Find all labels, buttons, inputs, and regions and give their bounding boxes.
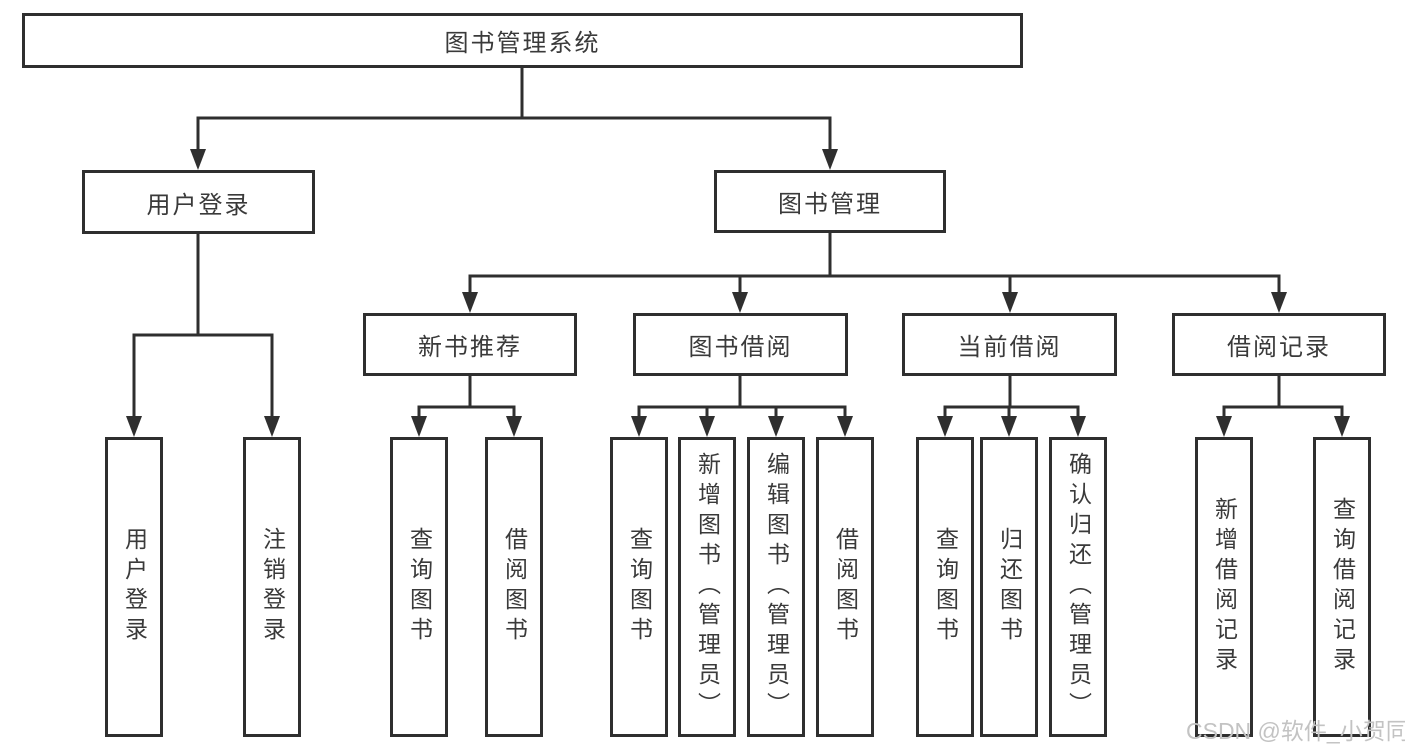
leaf-borrow-book-1: 借阅图书 [485,437,543,737]
leaf-query-book-2: 查询图书 [610,437,668,737]
node-label: 用户登录 [146,191,251,219]
connector-current-borrowing [943,374,1080,420]
leaf-borrow-book-2: 借阅图书 [816,437,874,737]
node-label: 注销登录 [259,527,286,647]
node-label: 用户登录 [121,527,148,647]
leaf-query-book-1: 查询图书 [390,437,448,737]
leaf-confirm-return-admin: 确认归还（管理员） [1049,437,1107,737]
node-label: 查询图书 [406,527,433,647]
leaf-user-login: 用户登录 [105,437,163,737]
node-label: 图书管理 [778,191,882,218]
node-label: 新增图书（管理员） [694,452,721,722]
node-book-management-branch: 图书管理 [714,170,946,233]
node-label: 归还图书 [996,527,1023,647]
leaf-add-book-admin: 新增图书（管理员） [678,437,736,737]
connector-root-to-level2 [196,66,832,152]
connector-book-management-branch [468,231,1281,296]
leaf-return-book: 归还图书 [980,437,1038,737]
node-library-system: 图书管理系统 [22,13,1023,68]
node-label: 查询图书 [626,527,653,647]
node-label: 借阅记录 [1227,334,1331,361]
node-label: 确认归还（管理员） [1065,452,1092,722]
node-label: 借阅图书 [501,527,528,647]
leaf-query-borrow-record: 查询借阅记录 [1313,437,1371,737]
leaf-add-borrow-record: 新增借阅记录 [1195,437,1253,737]
arrowheads [126,149,1350,437]
node-label: 查询图书 [932,527,959,647]
node-label: 查询借阅记录 [1329,497,1356,677]
node-new-book-recommend: 新书推荐 [363,313,577,376]
csdn-watermark: CSDN @软件_小贺同学 [1186,718,1405,744]
node-label: 图书管理系统 [444,30,601,57]
node-label: 图书借阅 [688,334,793,361]
node-borrowing-records: 借阅记录 [1172,313,1386,376]
leaf-logout: 注销登录 [243,437,301,737]
node-label: 当前借阅 [957,334,1062,361]
node-label: 新书推荐 [418,334,522,361]
connector-user-login-branch [132,232,274,420]
node-label: 借阅图书 [832,527,859,647]
node-label: 新增借阅记录 [1211,497,1238,677]
node-book-borrowing: 图书借阅 [633,313,848,376]
leaf-edit-book-admin: 编辑图书（管理员） [747,437,805,737]
node-current-borrowing: 当前借阅 [902,313,1117,376]
connector-new-book-recommend [417,374,516,420]
connector-book-borrowing [637,374,847,420]
leaf-query-book-3: 查询图书 [916,437,974,737]
connector-borrowing-records [1222,374,1344,420]
node-user-login-branch: 用户登录 [82,170,315,234]
node-label: 编辑图书（管理员） [763,452,790,722]
